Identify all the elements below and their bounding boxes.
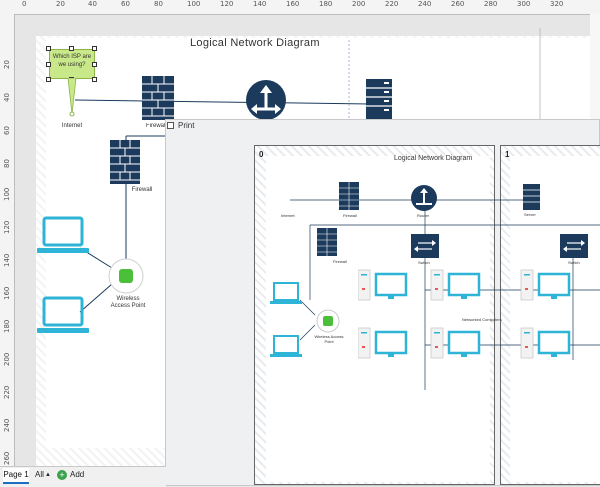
preview-page-number: 1 [505, 150, 510, 159]
add-icon[interactable]: + [57, 470, 67, 480]
laptop-icon [270, 282, 302, 304]
ruler-tick-label: 260 [451, 0, 465, 8]
selection-handle[interactable] [69, 46, 74, 51]
preview-wap-label: Wireless Access Point [314, 334, 344, 344]
firewall-icon[interactable] [142, 76, 174, 120]
vertical-ruler: 20 40 60 80 100 120 140 160 180 200 220 … [0, 14, 15, 466]
ruler-tick-label: 60 [121, 0, 130, 8]
selection-handle[interactable] [46, 62, 51, 67]
ruler-tick-label: 40 [88, 0, 97, 8]
router-icon [411, 185, 437, 211]
ruler-tick-label: 240 [418, 0, 432, 8]
preview-firewall-label: Firewall [333, 259, 347, 264]
preview-firewall-top-label: Firewall [343, 213, 357, 218]
callout-shape[interactable]: Which ISP are we using? [49, 49, 95, 79]
page-tabs-bar [0, 466, 166, 487]
firewall-label: Firewall [131, 187, 153, 193]
selection-handle[interactable] [92, 77, 97, 82]
ruler-tick-label: 140 [253, 0, 267, 8]
print-dialog-title: Print [178, 121, 195, 130]
print-window-icon [167, 122, 174, 129]
internet-label: Internet [61, 123, 83, 129]
ruler-tick-label: 180 [319, 0, 333, 8]
dropdown-arrow-icon[interactable]: ▲ [45, 472, 51, 478]
switch-icon [411, 234, 439, 258]
preview-internet-label: Internet [281, 213, 295, 218]
preview-router-label: Router [417, 213, 430, 218]
laptop-icon [270, 335, 302, 357]
ruler-tick-label: 20 [56, 0, 65, 8]
diagram-title[interactable]: Logical Network Diagram [190, 37, 320, 49]
selection-handle[interactable] [92, 46, 97, 51]
firewall-icon [339, 182, 359, 210]
switch-icon [560, 234, 588, 258]
ruler-tick-label: 120 [220, 0, 234, 8]
selection-handle[interactable] [46, 46, 51, 51]
tab-page-1[interactable]: Page 1 [3, 468, 29, 484]
selection-handle[interactable] [92, 62, 97, 67]
ruler-tick-label: 220 [385, 0, 399, 8]
ruler-tick-label: 0 [22, 0, 27, 8]
ruler-tick-label: 160 [286, 0, 300, 8]
firewall-icon[interactable] [110, 140, 140, 184]
preview-switch2-label: Switch [568, 260, 580, 265]
all-pages-menu[interactable]: All [35, 470, 44, 479]
selection-handle[interactable] [46, 77, 51, 82]
preview-switch-label: Switch [418, 260, 430, 265]
firewall-top-label: Firewall [146, 123, 166, 129]
callout-pointer [67, 78, 77, 117]
add-page-button[interactable]: Add [70, 470, 85, 479]
server-icon [523, 184, 540, 210]
preview-page-area [510, 156, 600, 482]
wap-label: Wireless Access Point [110, 296, 146, 309]
horizontal-ruler: 0 20 40 60 80 100 120 140 160 180 200 22… [0, 0, 600, 15]
laptop-icon[interactable] [37, 296, 89, 336]
wireless-access-point-icon [316, 309, 340, 333]
preview-page-area [266, 156, 490, 482]
preview-title: Logical Network Diagram [394, 155, 473, 162]
ruler-tick-label: 280 [484, 0, 498, 8]
preview-computers-label: Networked Computers [462, 317, 502, 322]
ruler-tick-label: 300 [517, 0, 531, 8]
server-icon[interactable] [366, 79, 392, 119]
ruler-tick-label: 200 [352, 0, 366, 8]
router-icon[interactable] [245, 79, 287, 121]
ruler-tick-label: 80 [154, 0, 163, 8]
preview-server-label: Server [524, 212, 536, 217]
firewall-icon [317, 228, 337, 256]
laptop-icon[interactable] [37, 216, 89, 256]
preview-page-number: 0 [259, 150, 264, 159]
ruler-tick-label: 100 [187, 0, 201, 8]
desktop-computers-group [358, 268, 571, 360]
ruler-tick-label: 320 [550, 0, 564, 8]
wireless-access-point-icon[interactable] [108, 258, 144, 294]
